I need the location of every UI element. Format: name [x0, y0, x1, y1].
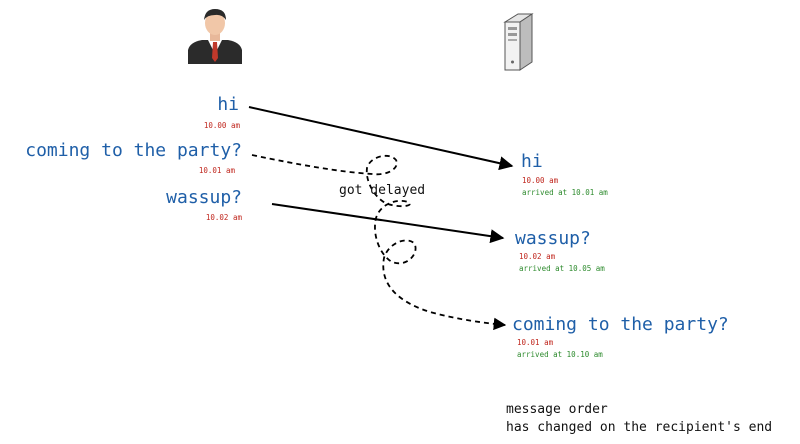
footer-line-1: message order [506, 402, 608, 417]
sent-time-hi: 10.00 am [203, 121, 240, 130]
delay-label: got delayed [339, 183, 426, 198]
received-message-wassup: wassup? [515, 228, 591, 249]
received-arrival-wassup: arrived at 10.05 am [519, 264, 605, 273]
received-arrival-hi: arrived at 10.01 am [522, 188, 608, 197]
sent-time-wassup: 10.02 am [205, 213, 242, 222]
arrow-wassup [271, 203, 505, 244]
sent-message-wassup: wassup? [166, 187, 242, 208]
received-message-hi: hi [521, 151, 543, 172]
received-message-party: coming to the party? [512, 314, 729, 335]
businessman-icon [188, 9, 242, 64]
sent-message-hi: hi [217, 94, 239, 115]
arrow-delayed-party [251, 154, 507, 331]
server-icon [503, 13, 534, 71]
sent-message-party: coming to the party? [25, 140, 242, 161]
received-time-wassup: 10.02 am [519, 252, 556, 261]
received-time-hi: 10.00 am [522, 176, 559, 185]
sent-time-party: 10.01 am [198, 166, 235, 175]
received-time-party: 10.01 am [517, 338, 554, 347]
received-arrival-party: arrived at 10.10 am [517, 350, 603, 359]
footer-line-2: has changed on the recipient's end [506, 420, 773, 435]
arrow-hi [248, 106, 514, 171]
